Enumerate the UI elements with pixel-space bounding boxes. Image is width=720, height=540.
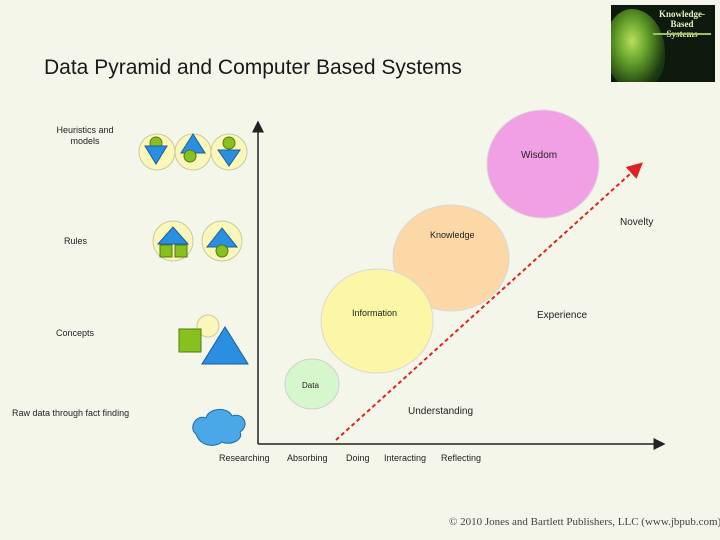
raw-data-label: Raw data through fact finding [12, 408, 130, 418]
x-axis-label-researching: Researching [219, 453, 270, 463]
heuristics-label: Heuristics and models [54, 125, 116, 147]
book-cover-image: Knowledge-Based Systems [611, 5, 715, 82]
data-label: Data [302, 381, 319, 390]
slide-title: Data Pyramid and Computer Based Systems [44, 56, 462, 79]
heuristics-icons [138, 133, 248, 171]
rules-icons [152, 220, 243, 262]
book-title-line1: Knowledge-Based [659, 9, 705, 29]
x-axis-label-reflecting: Reflecting [441, 453, 482, 463]
data-circle [284, 358, 340, 410]
information-label: Information [352, 308, 398, 318]
heuristics-label-line2: models [70, 136, 100, 146]
book-divider [653, 33, 711, 35]
wisdom-circle [486, 109, 600, 219]
growth-arrow [335, 162, 643, 441]
experience-label: Experience [537, 310, 588, 321]
information-circle [320, 268, 434, 374]
novelty-label: Novelty [620, 217, 654, 228]
rules-label: Rules [64, 236, 88, 246]
x-axis-label-doing: Doing [346, 453, 370, 463]
understanding-label: Understanding [408, 406, 474, 417]
x-axis-label-absorbing: Absorbing [287, 453, 328, 463]
concepts-label: Concepts [56, 328, 95, 338]
x-axis-label-interacting: Interacting [384, 453, 427, 463]
raw-data-cloud-icon [192, 409, 246, 446]
wisdom-label: Wisdom [521, 150, 558, 161]
heuristics-label-line1: Heuristics and [56, 125, 114, 135]
concepts-icons [178, 314, 249, 365]
copyright-notice: © 2010 Jones and Bartlett Publishers, LL… [449, 516, 720, 528]
knowledge-circle [392, 204, 510, 312]
knowledge-label: Knowledge [430, 230, 475, 240]
